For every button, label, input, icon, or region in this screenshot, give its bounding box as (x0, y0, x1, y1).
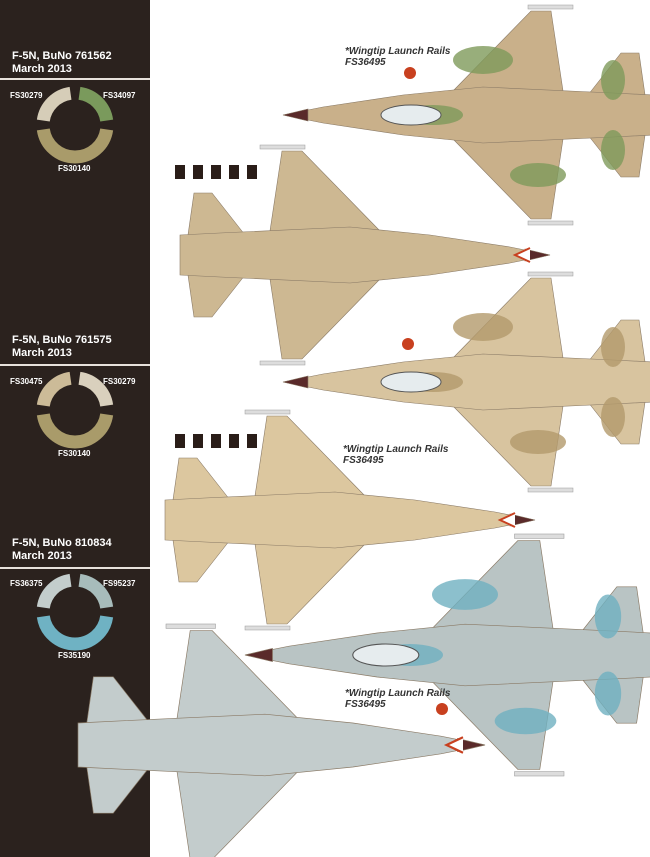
aircraft-title: F-5N, BuNo 761575 (12, 334, 112, 346)
swatch-label: FS30279 (103, 377, 136, 386)
camo-patch (432, 579, 498, 610)
aircraft-title: F-5N, BuNo 761562 (12, 50, 112, 62)
shark-mouth (497, 512, 516, 528)
canopy (352, 643, 420, 667)
swatch-label: FS95237 (103, 579, 136, 588)
aircraft-3-bottom-view (77, 623, 486, 857)
aircraft-title: F-5N, BuNo 810834 (12, 537, 112, 549)
camo-patch (601, 130, 625, 170)
color-swatch-segment (36, 86, 72, 122)
note-line: FS36495 (345, 699, 386, 710)
swatch-label: FS30140 (58, 164, 91, 173)
camo-patch (601, 327, 625, 367)
aircraft-date: March 2013 (12, 63, 72, 75)
divider (0, 364, 150, 366)
note-line: *Wingtip Launch Rails (345, 46, 451, 57)
camo-patch (594, 594, 622, 639)
swatch-label: FS30279 (10, 91, 43, 100)
color-swatch-segment (78, 86, 114, 122)
divider (0, 567, 150, 569)
shark-mouth (443, 736, 464, 754)
aircraft-2-bottom-view (164, 409, 536, 631)
canopy (380, 371, 442, 393)
camo-patch (453, 46, 513, 74)
camo-patch (594, 671, 622, 716)
color-swatch-segment (36, 413, 114, 449)
marker-squares-1 (175, 165, 257, 179)
color-swatch-segment (36, 128, 114, 164)
color-swatch-ring-1 (36, 86, 114, 164)
insignia-dot (404, 67, 416, 79)
camo-patch (510, 163, 566, 187)
aircraft-3-top-view (244, 533, 650, 777)
color-swatch-ring-2 (36, 371, 114, 449)
aircraft-2-top-view (282, 271, 650, 493)
note-line: *Wingtip Launch Rails (345, 688, 451, 699)
camo-patch (510, 430, 566, 454)
note-line: *Wingtip Launch Rails (343, 444, 449, 455)
aircraft-date: March 2013 (12, 347, 72, 359)
color-swatch-segment (78, 371, 114, 407)
aircraft-1-bottom-view (179, 144, 551, 366)
swatch-label: FS36375 (10, 579, 43, 588)
shark-mouth (512, 247, 531, 263)
swatch-label: FS30140 (58, 449, 91, 458)
camo-patch (453, 313, 513, 341)
canopy (380, 104, 442, 126)
note-line: FS36495 (345, 57, 386, 68)
note-line: FS36495 (343, 455, 384, 466)
aircraft-date: March 2013 (12, 550, 72, 562)
camo-patch (494, 707, 557, 735)
aircraft-1-top-view (282, 4, 650, 226)
marker-squares-2 (175, 434, 257, 448)
camo-patch (601, 397, 625, 437)
insignia-dot (402, 338, 414, 350)
insignia-dot (436, 703, 448, 715)
color-swatch-segment (36, 371, 72, 407)
camo-patch (601, 60, 625, 100)
color-swatch-ring-3 (36, 573, 114, 651)
color-swatch-segment (36, 573, 72, 609)
divider (0, 78, 150, 80)
swatch-label: FS30475 (10, 377, 43, 386)
swatch-label: FS34097 (103, 91, 136, 100)
swatch-label: FS35190 (58, 651, 91, 660)
color-swatch-segment (36, 615, 114, 651)
color-swatch-segment (78, 573, 114, 609)
